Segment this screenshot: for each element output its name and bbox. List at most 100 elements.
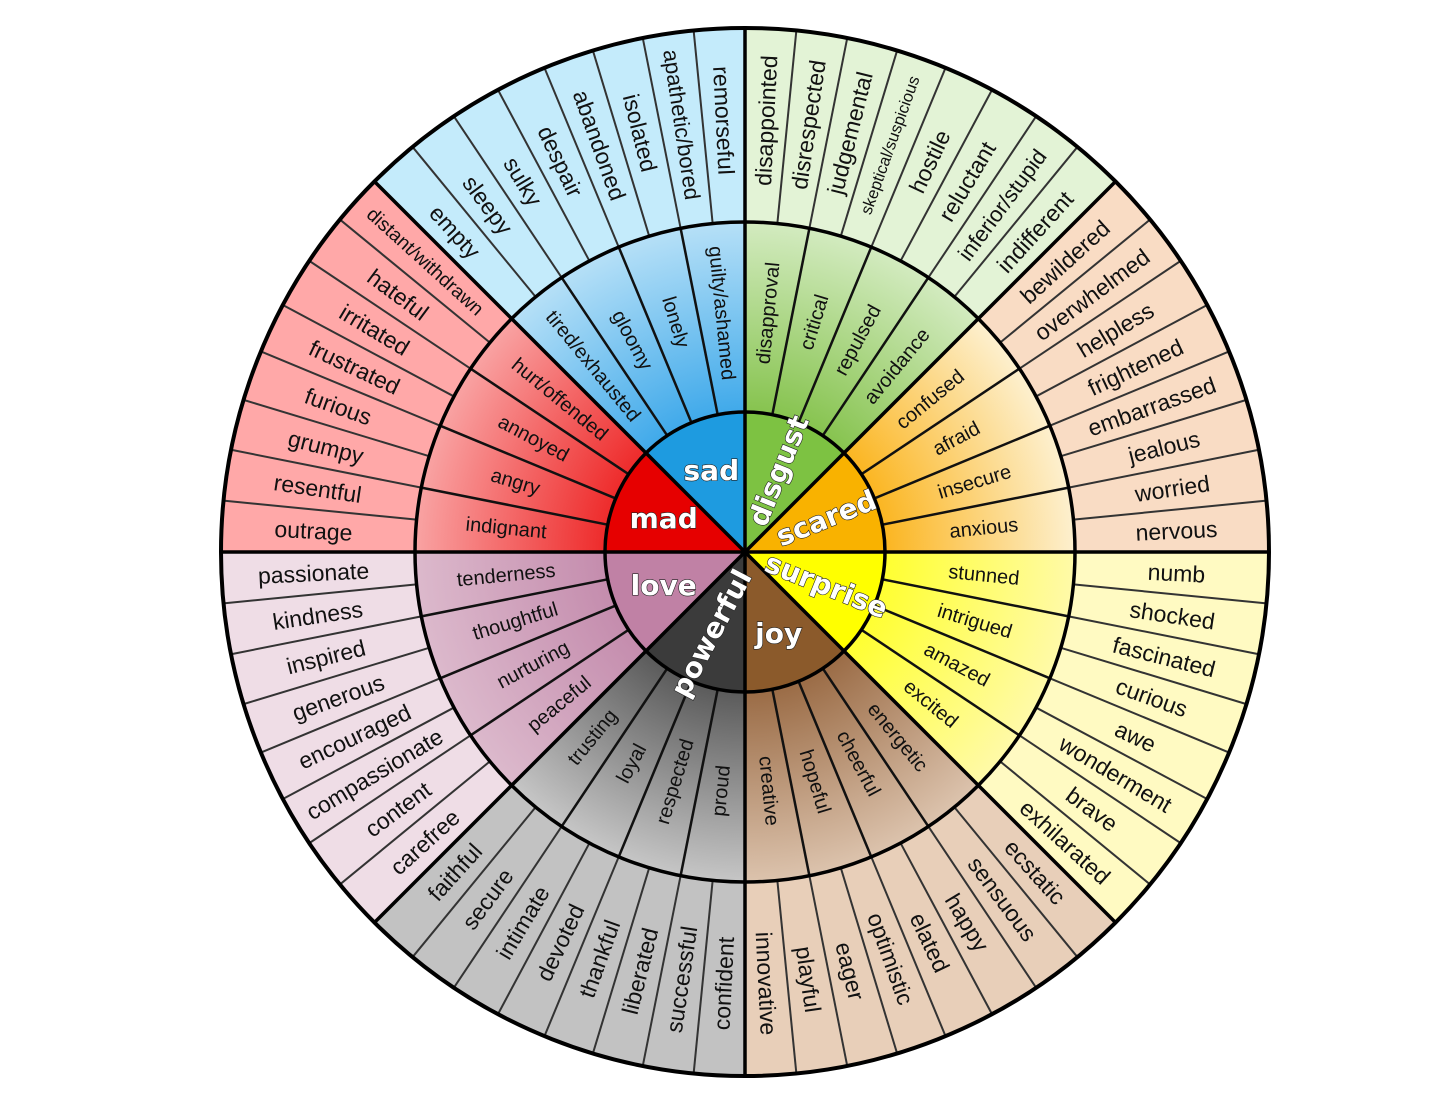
middle-divider [882,486,1069,526]
sector-divider [743,550,1117,924]
outer-divider [591,867,651,1054]
outer-ring-surprise [978,552,1269,923]
outer-label-joy: innovative [751,931,782,1036]
outer-ring-border [219,26,1271,1078]
outer-divider [999,760,1151,886]
sector-divider [373,550,747,924]
outer-divider [641,37,682,229]
middle-divider [771,689,811,876]
outer-divider [1018,734,1182,844]
outer-divider [899,842,993,1015]
middle-divider [421,486,608,526]
middle-divider [860,628,1021,737]
outer-divider [1060,398,1247,458]
middle-divider [679,228,719,415]
outer-divider [1049,677,1230,754]
outer-divider [1073,499,1267,521]
outer-divider [1035,706,1208,800]
wheel-fills [221,28,1269,1076]
middle-divider [560,667,669,828]
outer-divider [641,875,682,1067]
middle-divider [617,246,693,424]
outer-divider [411,806,537,958]
outer-label-disgust: disappointed [750,55,782,187]
outer-ring-powerful [374,785,745,1076]
outer-divider [839,867,899,1054]
outer-divider [243,398,430,458]
middle-divider [617,680,693,858]
outer-divider [692,30,714,224]
outer-label-scared: nervous [1135,516,1218,546]
middle-divider [821,276,930,437]
middle-ring-scared [843,318,1075,552]
outer-divider [1068,448,1260,489]
sector-divider [743,180,1117,554]
outer-ring-love [221,552,512,923]
core-powerful [646,552,745,692]
outer-divider [776,30,798,224]
middle-divider [821,667,930,828]
core-love [605,552,745,651]
outer-divider [927,115,1037,279]
outer-divider [260,350,441,427]
outer-divider [591,50,651,237]
outer-divider [839,50,899,237]
outer-divider [1035,304,1208,398]
outer-divider [230,615,422,656]
core-surprise [745,552,885,651]
outer-label-surprise: numb [1147,559,1206,588]
outer-label-mad: outrage [274,516,353,546]
outer-ring-mad [221,181,512,552]
sector-divider [373,180,747,554]
middle-divider [873,604,1051,680]
middle-divider [439,424,617,500]
outer-divider [808,37,849,229]
outer-divider [230,448,422,489]
outer-divider [1060,646,1247,706]
outer-divider [223,583,417,605]
middle-ring-disgust [745,222,979,454]
outer-divider [497,842,591,1015]
middle-divider [439,604,617,680]
middle-divider [421,578,608,618]
outer-ring-sad [374,28,745,319]
outer-divider [927,825,1037,989]
middle-divider [560,276,669,437]
outer-divider [308,734,472,844]
core-label-love: love [631,569,697,602]
outer-divider [453,115,563,279]
core-label-sad: sad [684,454,740,487]
middle-divider [797,680,873,858]
outer-divider [411,146,537,298]
outer-ring-joy [745,785,1116,1076]
middle-divider [873,424,1051,500]
middle-divider [469,367,630,476]
outer-divider [953,806,1079,958]
middle-ring-sad [511,222,745,454]
middle-label-powerful: proud [708,764,735,817]
outer-divider [308,260,472,370]
outer-divider [1049,350,1230,427]
middle-divider [882,578,1069,618]
wheel-dividers [219,26,1271,1078]
outer-ring-scared [978,181,1269,552]
middle-divider [679,689,719,876]
outer-label-love: passionate [257,557,369,588]
core-mad [605,453,745,552]
outer-divider [282,706,455,800]
outer-divider [453,825,563,989]
core-sad [646,412,745,552]
outer-divider [497,89,591,262]
middle-ring-love [415,552,647,786]
middle-divider [469,628,630,737]
outer-divider [243,646,430,706]
outer-divider [1068,615,1260,656]
core-joy [745,552,844,692]
outer-divider [223,499,417,521]
outer-divider [899,89,993,262]
middle-ring-joy [745,650,979,882]
outer-divider [808,875,849,1067]
outer-label-sad: remorseful [708,66,739,176]
outer-divider [999,218,1151,344]
